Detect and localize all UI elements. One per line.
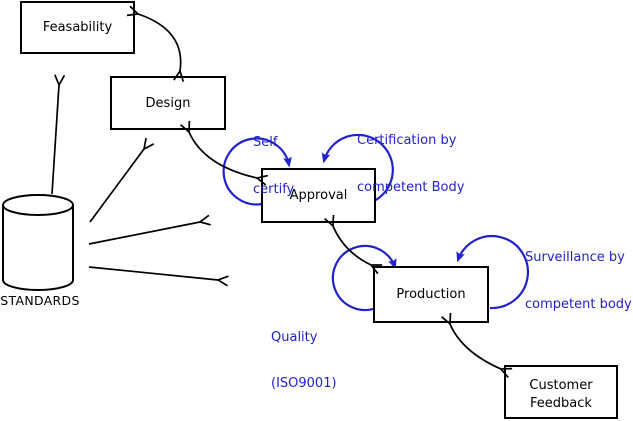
design-approval-arrow [189,132,257,178]
annotation-line: Surveillance by [525,250,625,265]
self-certify-annotation: Self certify [253,104,294,228]
annotation-line: (ISO9001) [271,375,337,391]
surveillance-loop-arrow [456,234,530,310]
customer-feedback-label-line: Customer [529,378,593,393]
production-customer-feedback-arrow [450,324,501,369]
customer-feedback-box [504,365,618,419]
annotation-line: Certification by [357,133,457,148]
standards-label: STANDARDS [0,293,80,308]
design-label: Design [145,95,191,111]
annotation-line: Quality [271,330,318,345]
annotation-line: competent Body [357,179,465,195]
standards-to-approval-arrow [88,222,200,245]
standards-to-design-arrow [89,149,144,223]
standards-to-production-arrow [88,266,218,280]
customer-feedback-label-line: Feedback [530,396,592,411]
production-label: Production [396,287,466,302]
certification-annotation: Certification by competent Body [357,103,464,226]
approval-production-arrow [333,226,371,265]
approval-box [261,168,376,223]
standards-cylinder [2,194,74,291]
standards-to-feasability-arrow [51,85,59,195]
quality-monitoring-annotation: Quality (ISO9001) monitoring [271,300,342,421]
surveillance-annotation: Surveillance by competent body [525,220,632,343]
feasability-label: Feasability [42,20,113,35]
annotation-line: certify [253,182,295,197]
certification-loop-arrow [321,133,394,202]
annotation-line: competent body [525,296,632,312]
approval-label: Approval [289,188,348,203]
production-box [373,266,489,323]
design-box [110,76,226,130]
feasability-design-arrow [138,14,181,71]
customer-feedback-label: Customer Feedback [505,366,617,421]
annotation-line: Self [253,135,278,150]
